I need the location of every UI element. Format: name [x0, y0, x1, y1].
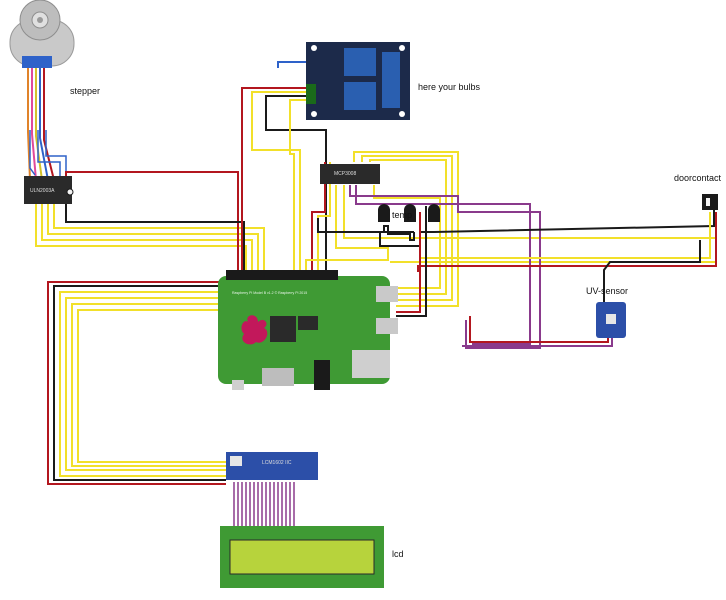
left-power-loop-black — [53, 285, 226, 481]
pi-board-label: Raspberry Pi Model B v1.2 © Raspberry Pi… — [232, 291, 307, 295]
wires — [27, 61, 717, 485]
uv-sensor-board — [596, 302, 626, 338]
left-power-loop-red — [47, 281, 232, 485]
doorcontact-label: doorcontact — [674, 173, 722, 183]
pi-right-black — [396, 206, 427, 317]
lcd-pin-wires — [233, 482, 295, 526]
pi-right-red — [396, 212, 421, 313]
lcd-i2c-wires — [59, 291, 236, 477]
uv-sensor-label: UV-sensor — [586, 286, 629, 296]
mcp3008-adc: MCP3008 — [320, 164, 380, 184]
uv-wire-red — [469, 316, 609, 343]
relay-vcc-wire — [241, 87, 310, 272]
doorcontact-sensor — [702, 194, 718, 210]
doorcontact-wire-yellow — [420, 212, 711, 259]
uv-wire-black — [603, 240, 701, 330]
driver-ground-wire — [65, 203, 245, 272]
relay-in2-wire — [289, 99, 310, 272]
raspberry-pi: Raspberry Pi Model B v1.2 © Raspberry Pi… — [218, 270, 398, 390]
doorcontact-wire-red — [417, 212, 717, 272]
lcd-label: lcd — [392, 549, 404, 559]
relay-board — [306, 42, 410, 120]
driver-input-wires — [29, 130, 67, 176]
driver-chip-label: ULN2003A — [30, 188, 55, 194]
relay-blue-wire — [277, 61, 306, 68]
lcd-backpack-label: LCM1602 IIC — [262, 460, 292, 466]
relay-in1-wire — [251, 91, 310, 272]
lcd-i2c-backpack: LCM1602 IIC — [226, 452, 318, 480]
stepper-label: stepper — [70, 86, 101, 96]
uln2003-driver: ULN2003A — [24, 176, 74, 204]
adc-chip-label: MCP3008 — [334, 171, 356, 177]
stepper-ribbon-wires — [27, 66, 55, 181]
temp-sensors — [378, 204, 440, 222]
driver-yellow-wires — [35, 203, 265, 272]
lcd-display — [220, 526, 384, 588]
uv-wire-purple — [462, 336, 613, 347]
temp-label: temp — [392, 210, 413, 220]
temp-wires — [317, 208, 715, 247]
stepper-motor — [9, 0, 75, 68]
bulbs-label: here your bulbs — [418, 82, 481, 92]
